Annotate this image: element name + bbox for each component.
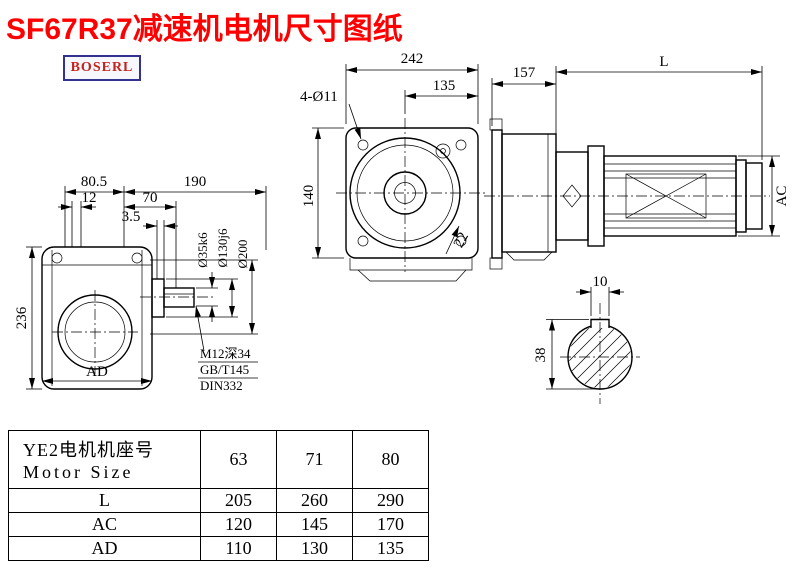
flange-circle-outer: [349, 137, 461, 249]
shaft-section-view: 10 38: [533, 274, 640, 404]
page-title: SF67R37减速机电机尺寸图纸: [6, 13, 403, 46]
table-cell: 290: [352, 488, 429, 513]
dim-38-label: 38: [533, 348, 549, 363]
row-label-AC: AC: [8, 512, 201, 537]
table-col-80: 80: [352, 430, 429, 489]
technical-drawing: 242 135 4-Ø11 140 22: [14, 51, 790, 404]
side-view: 157 L AC: [484, 54, 790, 270]
dim-190-label: 190: [184, 174, 207, 190]
table-header-motor-size: YE2电机机座号 Motor Size: [8, 430, 201, 489]
table-row-AD: AD 110 130 135: [8, 536, 429, 561]
bolt-holes-callout: 4-Ø11: [300, 89, 362, 140]
dim-236: 236: [14, 246, 42, 390]
dim-80-5-label: 80.5: [81, 174, 107, 190]
table-col-71: 71: [276, 430, 353, 489]
dim-135: 135: [404, 78, 478, 114]
coupling-symbol: [562, 184, 582, 208]
dim-key-width: 10: [576, 274, 624, 316]
dim-12: 12: [58, 190, 97, 247]
bolt-holes-label: 4-Ø11: [300, 89, 338, 105]
tap-note: M12深34: [200, 346, 251, 361]
bolt-hole: [455, 235, 467, 247]
dim-flange-dia-label: Ø200: [235, 240, 250, 269]
brand-logo-text: BOSERL: [70, 60, 134, 75]
dim-12-label: 12: [82, 190, 97, 206]
dim-157: 157: [491, 65, 557, 148]
dim-140: 140: [301, 127, 344, 259]
brand-logo: BOSERL: [63, 55, 141, 81]
dim-242-label: 242: [401, 51, 424, 67]
motor-dimension-table: YE2电机机座号 Motor Size 63 71 80 L 205 260 2…: [8, 430, 429, 561]
table-cell: 145: [276, 512, 353, 537]
dim-shaft-dia: Ø35k6: [195, 232, 218, 322]
row-label-AD: AD: [8, 536, 201, 561]
table-header-cn: YE2电机机座号: [23, 440, 154, 460]
table-cell: 170: [352, 512, 429, 537]
dim-10-label: 10: [593, 274, 608, 290]
dim-flange-dia: Ø200: [150, 240, 258, 335]
bolt-hole: [357, 235, 369, 247]
table-cell: 260: [276, 488, 353, 513]
dim-135-label: 135: [433, 78, 456, 94]
shaft-hub: [151, 278, 165, 318]
table-header-en: Motor Size: [23, 462, 134, 482]
dim-AC-label: AC: [774, 186, 790, 207]
dim-190: 190: [124, 174, 267, 250]
dim-3-5-label: 3.5: [122, 209, 141, 225]
table-row-AC: AC 120 145 170: [8, 512, 429, 537]
dim-242: 242: [345, 51, 479, 124]
dim-AD: AD: [42, 364, 152, 384]
output-shaft: [163, 287, 195, 308]
dim-70: 70: [124, 190, 177, 288]
dim-AC: AC: [738, 155, 790, 237]
dim-157-label: 157: [513, 65, 536, 81]
output-view: 80.5 190 12 70: [14, 174, 267, 393]
dim-spigot-dia: Ø130j6: [166, 228, 238, 318]
table-cell: 120: [200, 512, 277, 537]
table-row-L: L 205 260 290: [8, 488, 429, 513]
dim-22-label: 22: [451, 230, 472, 251]
dim-AD-label: AD: [86, 364, 108, 380]
keyway-slot: [590, 318, 610, 328]
dim-L-label: L: [659, 54, 668, 70]
dim-70-label: 70: [143, 190, 158, 206]
dim-spigot-dia-label: Ø130j6: [215, 228, 230, 268]
table-cell: 130: [276, 536, 353, 561]
row-label-L: L: [8, 488, 201, 513]
dim-3-5: 3.5: [122, 209, 178, 279]
bolt-hole: [357, 139, 369, 151]
std-note-1: GB/T145: [200, 362, 249, 377]
table-header-row: YE2电机机座号 Motor Size 63 71 80: [8, 430, 429, 489]
front-view: 242 135 4-Ø11 140 22: [300, 51, 486, 282]
table-cell: 135: [352, 536, 429, 561]
table-col-63: 63: [200, 430, 277, 489]
dim-80-5: 80.5: [64, 174, 125, 247]
flange-plate: [491, 129, 503, 259]
dim-22: 22: [445, 225, 472, 255]
std-note-2: DIN332: [200, 378, 243, 393]
dim-L: L: [556, 54, 763, 160]
dim-140-label: 140: [301, 185, 317, 208]
dim-key-depth: 38: [533, 319, 596, 390]
gearbox-body: [41, 246, 153, 390]
dim-236-label: 236: [14, 306, 30, 329]
table-cell: 110: [200, 536, 277, 561]
bolt-hole: [455, 139, 467, 151]
shaft-end-notes: M12深34 GB/T145 DIN332: [194, 305, 258, 393]
dim-shaft-dia-label: Ø35k6: [195, 232, 210, 268]
table-cell: 205: [200, 488, 277, 513]
